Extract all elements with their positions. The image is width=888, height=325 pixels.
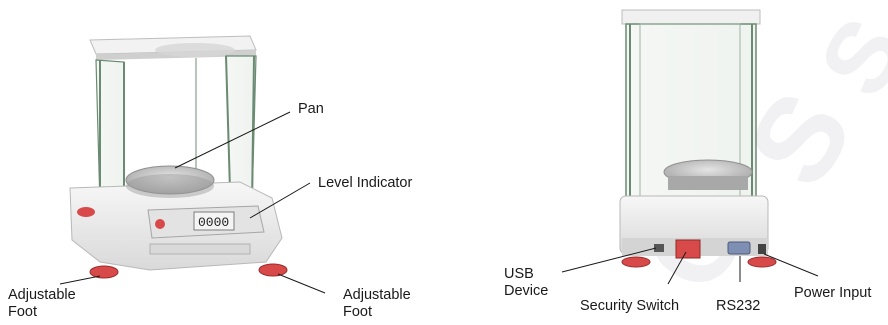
usb-port — [654, 244, 664, 252]
leader-level-indicator — [249, 182, 311, 219]
label-adjustable-foot-right: Adjustable Foot — [343, 287, 411, 321]
label-security-switch: Security Switch — [580, 298, 680, 314]
leader-pan — [174, 111, 291, 169]
leader-lines-right — [561, 247, 819, 285]
leader-foot-left — [59, 275, 101, 285]
label-line: Device — [504, 283, 549, 299]
label-rs232: RS232 — [716, 298, 761, 314]
logo-mark — [155, 219, 165, 229]
power-input-port — [758, 244, 766, 254]
display-readout: 0000 — [198, 215, 229, 230]
label-power-input: Power Input — [794, 285, 872, 301]
label-line: USB — [504, 266, 534, 282]
leader-lines-left — [59, 111, 326, 294]
weighing-pan — [125, 165, 215, 195]
security-switch — [675, 239, 701, 259]
leader-security-switch — [667, 251, 687, 285]
label-line: Adjustable — [8, 287, 76, 303]
label-line: Adjustable — [343, 287, 411, 303]
label-pan: Pan — [298, 101, 324, 117]
leader-foot-right — [277, 273, 326, 294]
adjustable-foot-right — [258, 263, 288, 277]
label-line: Foot — [343, 304, 373, 320]
label-line: Foot — [8, 304, 38, 320]
display-screen — [193, 211, 235, 231]
adjustable-foot-left — [89, 265, 119, 279]
leader-usb — [561, 247, 657, 273]
balance-rear-view — [619, 9, 777, 268]
label-adjustable-foot-left: Adjustable Foot — [8, 287, 76, 321]
label-level-indicator: Level Indicator — [318, 175, 413, 191]
leader-power-input — [763, 253, 819, 277]
balance-front-view: 0000 — [69, 35, 288, 279]
label-usb-device: USB Device — [504, 266, 548, 300]
rs232-port — [727, 241, 751, 255]
